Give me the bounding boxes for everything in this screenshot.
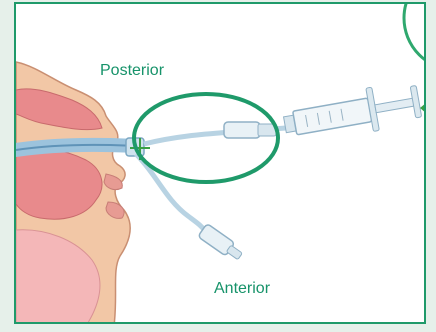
syringe-icon — [281, 79, 423, 146]
diagram-frame: Posterior Anterior — [14, 2, 426, 324]
anterior-label: Anterior — [214, 280, 270, 298]
head-profile — [16, 62, 130, 324]
corner-badge — [404, 4, 426, 70]
anatomy-illustration — [16, 4, 426, 324]
posterior-label: Posterior — [100, 62, 164, 80]
